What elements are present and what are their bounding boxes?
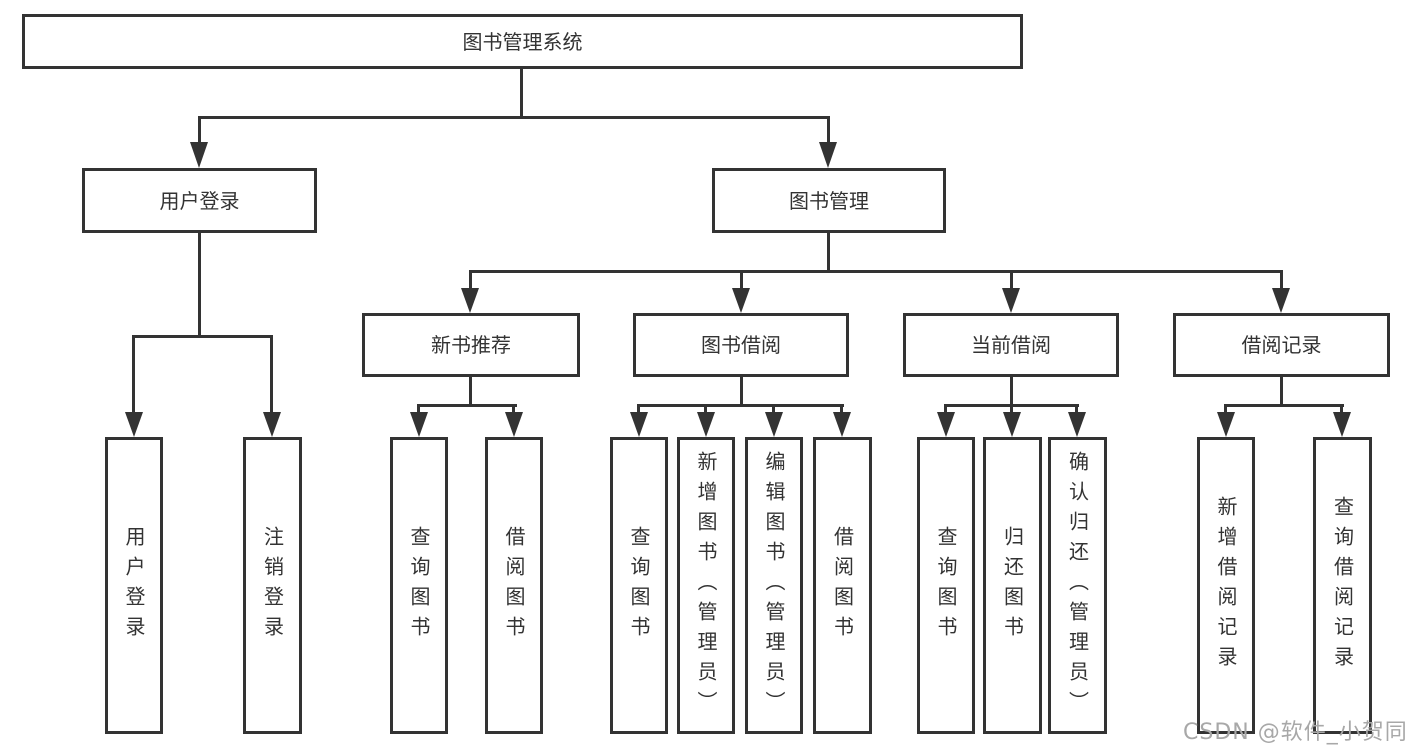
leaf-add-borrow-record: 新增借阅记录	[1197, 437, 1255, 734]
node-current-borrow: 当前借阅	[903, 313, 1119, 377]
leaf-return-book: 归还图书	[983, 437, 1042, 734]
connector-stem	[132, 335, 135, 414]
arrow-down-icon	[190, 142, 208, 168]
node-book-management: 图书管理	[712, 168, 946, 233]
arrow-down-icon	[1003, 412, 1021, 437]
leaf-query-books-borrow: 查询图书	[610, 437, 668, 734]
connector-stem	[704, 404, 707, 414]
arrow-down-icon	[263, 412, 281, 437]
node-label: 编辑图书（管理员）	[762, 450, 786, 721]
node-label: 确认归还（管理员）	[1065, 450, 1090, 721]
arrow-down-icon	[937, 412, 955, 437]
connector-stem	[469, 270, 472, 290]
arrow-down-icon	[410, 412, 428, 437]
connector-stem	[840, 404, 843, 414]
arrow-down-icon	[1002, 288, 1020, 313]
watermark: CSDN @软件_小贺同学	[1183, 720, 1405, 745]
node-label: 图书借阅	[701, 333, 781, 357]
connector-stem	[1010, 270, 1013, 290]
leaf-query-borrow-record: 查询借阅记录	[1313, 437, 1372, 734]
arrow-down-icon	[1333, 412, 1351, 437]
connector-stem	[740, 270, 743, 290]
arrow-down-icon	[630, 412, 648, 437]
node-label: 新书推荐	[431, 333, 511, 357]
node-label: 归还图书	[1000, 525, 1025, 646]
node-label: 查询图书	[407, 525, 431, 646]
connector-stem	[1224, 404, 1227, 414]
connector-stem	[1340, 404, 1343, 414]
connector-stem	[270, 335, 273, 414]
node-label: 查询借阅记录	[1330, 495, 1355, 676]
node-new-book-recommend: 新书推荐	[362, 313, 580, 377]
arrow-down-icon	[765, 412, 783, 437]
node-label: 查询图书	[934, 525, 958, 646]
node-label: 图书管理系统	[462, 29, 583, 54]
node-library-management-system: 图书管理系统	[22, 14, 1023, 69]
connector-stem	[740, 375, 743, 407]
connector-rail	[637, 404, 844, 407]
leaf-edit-book-admin: 编辑图书（管理员）	[745, 437, 803, 734]
connector-rail	[417, 404, 517, 407]
connector-rail	[1224, 404, 1344, 407]
connector-user-login-stem	[198, 231, 201, 337]
leaf-query-books-recommend: 查询图书	[390, 437, 448, 734]
connector-stem	[772, 404, 775, 414]
node-label: 用户登录	[122, 525, 146, 646]
connector-user-login-rail	[132, 335, 273, 338]
connector-stem	[1075, 404, 1078, 414]
leaf-confirm-return-admin: 确认归还（管理员）	[1048, 437, 1107, 734]
connector-stem	[1010, 375, 1013, 407]
node-borrow-records: 借阅记录	[1173, 313, 1390, 377]
leaf-borrow-books: 借阅图书	[813, 437, 872, 734]
arrow-down-icon	[833, 412, 851, 437]
connector-stem	[198, 116, 201, 144]
connector-stem	[1010, 404, 1013, 414]
node-book-borrow: 图书借阅	[633, 313, 849, 377]
node-label: 借阅记录	[1241, 333, 1322, 357]
arrow-down-icon	[732, 288, 750, 313]
node-label: 新增借阅记录	[1214, 495, 1238, 676]
connector-stem	[827, 116, 830, 144]
leaf-user-login: 用户登录	[105, 437, 163, 734]
node-label: 查询图书	[627, 525, 651, 646]
connector-stem	[417, 404, 420, 414]
arrow-down-icon	[819, 142, 837, 168]
connector-stem	[469, 375, 472, 407]
arrow-down-icon	[1272, 288, 1290, 313]
arrow-down-icon	[461, 288, 479, 313]
arrow-down-icon	[125, 412, 143, 437]
arrow-down-icon	[697, 412, 715, 437]
leaf-logout: 注销登录	[243, 437, 302, 734]
node-label: 新增图书（管理员）	[694, 450, 718, 721]
arrow-down-icon	[1217, 412, 1235, 437]
node-label: 图书管理	[789, 188, 869, 213]
connector-stem	[637, 404, 640, 414]
connector-stem	[1280, 375, 1283, 407]
leaf-borrow-books-recommend: 借阅图书	[485, 437, 543, 734]
node-label: 借阅图书	[830, 525, 855, 646]
leaf-add-book-admin: 新增图书（管理员）	[677, 437, 735, 734]
arrow-down-icon	[1068, 412, 1086, 437]
connector-stem	[512, 404, 515, 414]
node-label: 注销登录	[260, 525, 285, 646]
node-label: 借阅图书	[502, 525, 526, 646]
arrow-down-icon	[505, 412, 523, 437]
connector-level2-rail	[198, 116, 830, 119]
leaf-query-books-current: 查询图书	[917, 437, 975, 734]
connector-stem	[944, 404, 947, 414]
connector-book-management-stem	[827, 231, 830, 272]
node-user-login: 用户登录	[82, 168, 317, 233]
connector-root-stem	[520, 67, 523, 118]
node-label: 当前借阅	[971, 333, 1051, 357]
node-label: 用户登录	[159, 188, 240, 213]
connector-level3-rail	[469, 270, 1283, 273]
connector-stem	[1280, 270, 1283, 290]
